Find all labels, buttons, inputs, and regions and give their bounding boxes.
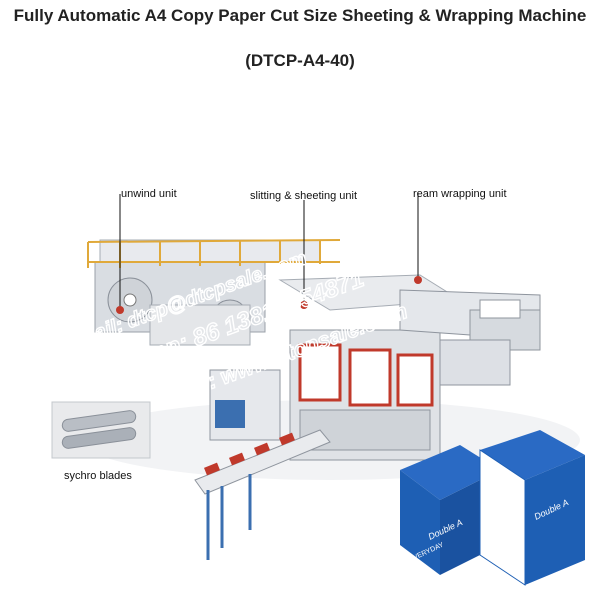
label-slitting-sheeting-unit: slitting & sheeting unit <box>250 190 358 202</box>
label-unwind-unit: unwind unit <box>121 188 177 200</box>
callout-lines <box>119 193 419 310</box>
ream-wrapping-unit <box>399 289 541 386</box>
double-a-paper-boxes: Double A Double A EVERYDAY <box>400 430 585 586</box>
model-number: (DTCP-A4-40) <box>245 51 355 70</box>
label-sychro-blades: sychro blades <box>64 470 132 482</box>
page-title: Fully Automatic A4 Copy Paper Cut Size S… <box>13 6 587 25</box>
callout-dots <box>116 276 422 314</box>
label-ream-wrapping-unit: ream wrapping unit <box>413 188 507 200</box>
slitting-sheeting-unit <box>209 274 462 461</box>
sychro-blades-inset <box>51 401 151 459</box>
unwind-unit <box>87 239 341 346</box>
incline-conveyor <box>194 429 331 560</box>
